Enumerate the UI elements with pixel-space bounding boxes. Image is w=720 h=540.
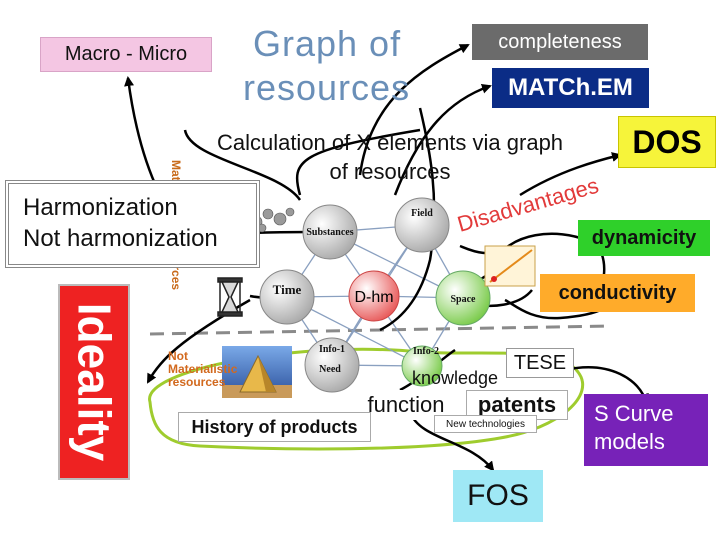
not-materialistic-label: Not Materialistic resources xyxy=(168,350,237,389)
node-dhm xyxy=(348,270,400,322)
dos-label: DOS xyxy=(632,123,702,160)
node-time xyxy=(259,269,315,325)
node-time-label: Time xyxy=(273,282,302,297)
node-field-label: Field xyxy=(411,208,433,219)
new-technologies-box: New technologies xyxy=(434,415,537,433)
completeness-box: completeness xyxy=(472,24,648,60)
history-box: History of products xyxy=(178,412,371,442)
harmonization-line2: Not harmonization xyxy=(23,225,218,252)
hourglass-icon xyxy=(217,277,243,317)
node-substances-label: Substances xyxy=(306,227,353,238)
knowledge-label: knowledge xyxy=(412,368,499,388)
conductivity-label: conductivity xyxy=(558,281,677,304)
completeness-label: completeness xyxy=(498,30,622,53)
new-technologies-label: New technologies xyxy=(446,418,525,430)
node-space xyxy=(435,270,491,326)
tese-label: TESE xyxy=(513,351,567,374)
pyramid-picture xyxy=(222,346,292,398)
s-curve-line1: S Curve xyxy=(594,401,674,426)
calculation-line2: of resources xyxy=(329,159,451,184)
ideality-box: Ideality xyxy=(58,284,130,480)
s-curve-line2: models xyxy=(594,429,665,454)
harmonization-box: Harmonization Not harmonization xyxy=(5,180,260,268)
node-field xyxy=(394,197,450,253)
node-need xyxy=(304,337,360,393)
node-need-label: Need xyxy=(319,364,341,375)
dynamicity-label: dynamicity xyxy=(591,226,697,249)
calculation-text: Calculation of X elements via graph of r… xyxy=(180,128,600,186)
page-title-line1: Graph of xyxy=(253,23,402,64)
node-info2 xyxy=(401,345,443,387)
node-info1-label: Info-1 xyxy=(319,344,345,355)
page-title: Graph of resources xyxy=(243,22,443,110)
history-label: History of products xyxy=(191,416,358,437)
tese-box: TESE xyxy=(506,348,574,378)
ideality-label: Ideality xyxy=(68,302,121,462)
page-title-line2: resources xyxy=(243,67,411,108)
node-space-label: Space xyxy=(451,294,477,305)
macro-micro-box: Macro - Micro xyxy=(40,37,212,72)
patents-label: patents xyxy=(477,392,557,417)
not-materialistic-line1: Not xyxy=(168,349,188,363)
node-dhm-label: D-hm xyxy=(354,289,393,306)
matchem-label: MATCh.EM xyxy=(508,74,633,101)
fos-label: FOS xyxy=(467,479,529,512)
node-substances xyxy=(302,204,358,260)
not-materialistic-line3: resources xyxy=(168,375,226,389)
mini-chart-icon xyxy=(484,245,536,287)
dos-box: DOS xyxy=(618,116,716,168)
conductivity-box: conductivity xyxy=(540,274,695,312)
harmonization-line1: Harmonization xyxy=(23,194,178,221)
function-label: function xyxy=(367,392,445,417)
not-materialistic-line2: Materialistic xyxy=(168,362,238,376)
macro-micro-label: Macro - Micro xyxy=(64,43,188,65)
matchem-box: MATCh.EM xyxy=(492,68,649,108)
fos-box: FOS xyxy=(453,470,543,522)
s-curve-box: S Curve models xyxy=(584,394,708,466)
node-info2-label: Info-2 xyxy=(413,346,439,357)
calculation-line1: Calculation of X elements via graph xyxy=(216,130,564,155)
dynamicity-box: dynamicity xyxy=(578,220,710,256)
